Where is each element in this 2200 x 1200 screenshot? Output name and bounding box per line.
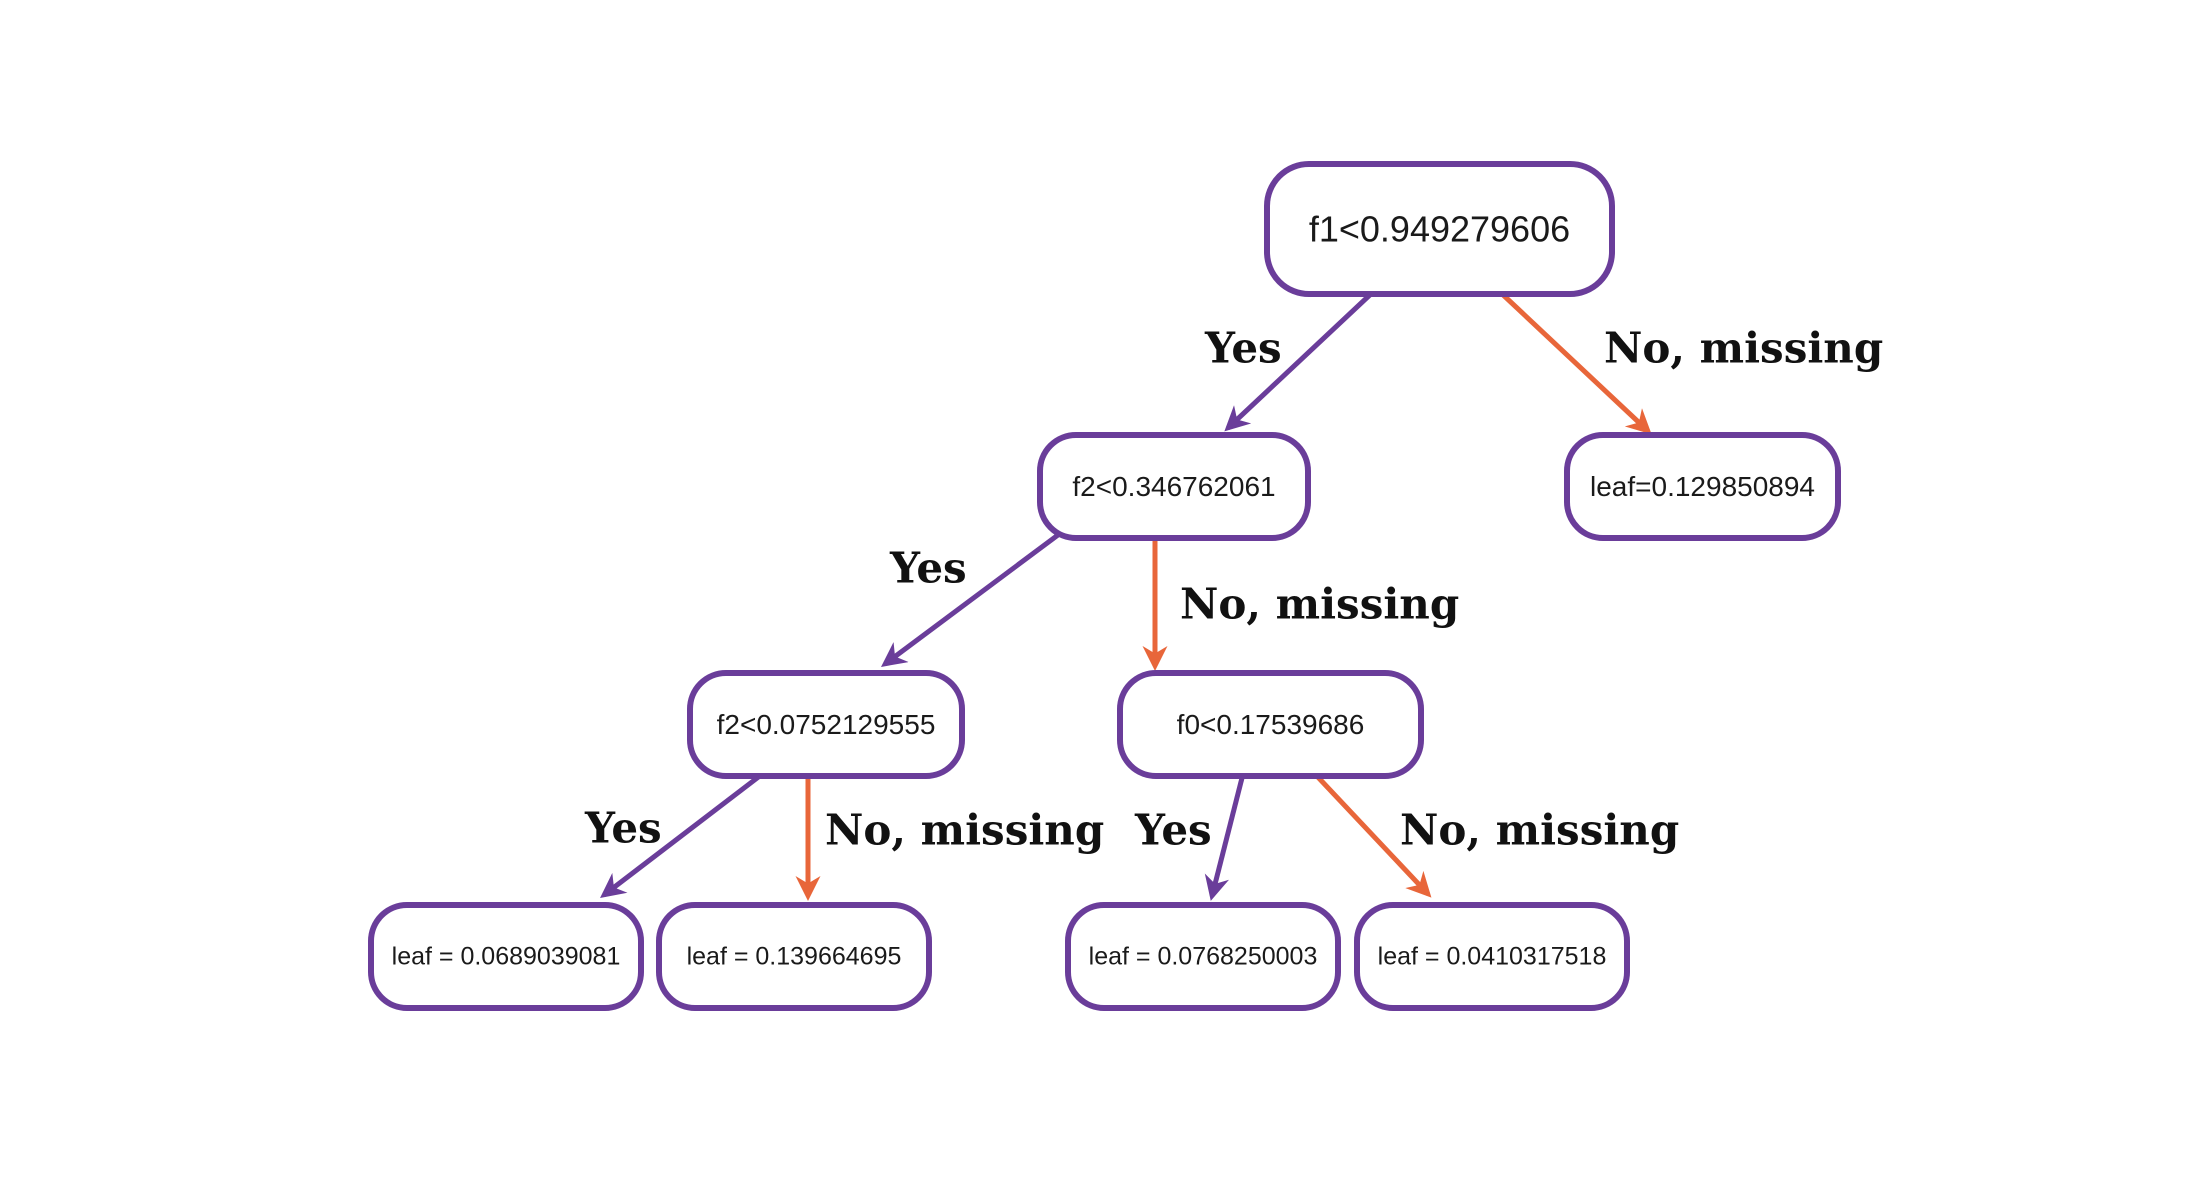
label-f2b-yes: Yes: [584, 804, 662, 853]
node-leaf-3-label: leaf = 0.0768250003: [1089, 943, 1318, 971]
node-root: f1<0.949279606: [1264, 161, 1615, 297]
edge-f0-no: [1313, 772, 1432, 898]
label-f2a-no: No, missing: [1180, 580, 1459, 629]
node-leaf-4-label: leaf = 0.0410317518: [1378, 943, 1607, 971]
edge-labels: Yes No, missing Yes No, missing Yes No, …: [584, 324, 1883, 855]
edge-root-no: [1498, 290, 1652, 435]
node-leaf-4: leaf = 0.0410317518: [1354, 902, 1630, 1011]
node-leaf-3: leaf = 0.0768250003: [1065, 902, 1341, 1011]
label-root-yes: Yes: [1204, 324, 1282, 373]
node-f2-b-label: f2<0.0752129555: [717, 709, 936, 740]
label-f2a-yes: Yes: [889, 544, 967, 593]
node-leaf-right: leaf=0.129850894: [1564, 432, 1841, 541]
edges: [600, 290, 1652, 901]
node-leaf-1: leaf = 0.0689039081: [368, 902, 644, 1011]
label-root-no: No, missing: [1604, 324, 1883, 373]
edge-f0-yes: [1204, 773, 1246, 901]
label-f0-no: No, missing: [1400, 806, 1679, 855]
label-f0-yes: Yes: [1134, 806, 1212, 855]
node-f0-label: f0<0.17539686: [1177, 709, 1365, 740]
node-leaf-2: leaf = 0.139664695: [656, 902, 932, 1011]
node-f2-b: f2<0.0752129555: [687, 670, 965, 779]
node-f2-a: f2<0.346762061: [1037, 432, 1311, 541]
node-root-label: f1<0.949279606: [1309, 209, 1570, 250]
node-leaf-right-label: leaf=0.129850894: [1590, 471, 1815, 502]
node-leaf-2-label: leaf = 0.139664695: [687, 943, 902, 971]
node-leaf-1-label: leaf = 0.0689039081: [392, 943, 621, 971]
edge-f2b-yes: [600, 770, 767, 899]
node-f0: f0<0.17539686: [1117, 670, 1424, 779]
edge-f2a-yes: [880, 529, 1064, 667]
node-f2-a-label: f2<0.346762061: [1072, 471, 1275, 502]
edge-root-yes: [1224, 290, 1375, 432]
label-f2b-no: No, missing: [825, 806, 1104, 855]
